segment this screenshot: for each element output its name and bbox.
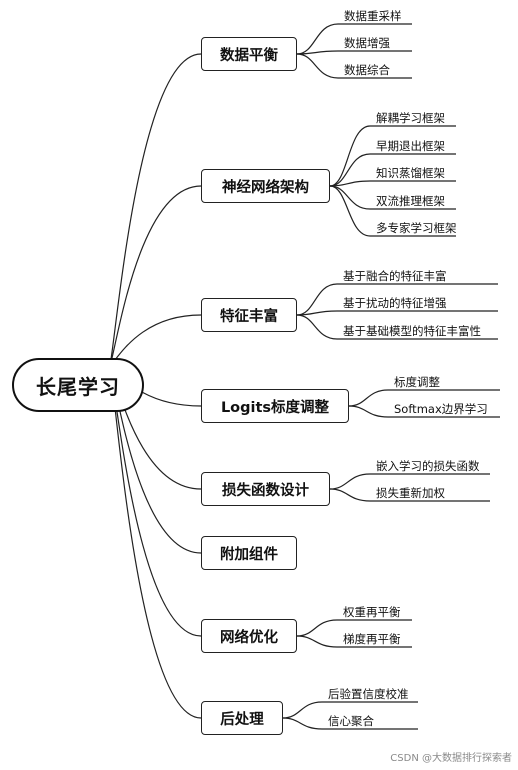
leaf-connector [329,473,490,490]
leaf-label: 基于融合的特征丰富 [343,269,447,283]
leaf-connector [296,23,412,55]
leaf-label: 基于扰动的特征增强 [343,296,447,310]
branch-label: 后处理 [220,711,264,728]
leaf-connector [329,185,456,237]
leaf-label: 后验置信度校准 [328,687,409,701]
root-node: 长尾学习 [12,358,144,412]
branch-network-optimization: 网络优化 [201,619,297,653]
leaf-connector [329,125,456,187]
branch-label: Logits标度调整 [220,399,330,416]
leaf-label: 数据重采样 [344,9,402,23]
leaf-label: Softmax边界学习 [394,402,488,416]
leaf-label: 早期退出框架 [376,139,445,153]
leaf-label: 数据增强 [344,36,390,50]
leaf-label: 知识蒸馏框架 [376,166,445,180]
leaf-connector [296,310,498,316]
leaf-label: 标度调整 [394,375,440,389]
branch-loss-design: 损失函数设计 [201,472,330,506]
branch-label: 网络优化 [220,629,278,646]
leaf-connector [296,635,412,648]
leaf-label: 解耦学习框架 [376,111,445,125]
branch-label: 特征丰富 [220,308,278,325]
leaf-label: 嵌入学习的损失函数 [376,459,480,473]
leaf-label: 多专家学习框架 [376,221,457,235]
leaf-connector [348,405,500,418]
branch-label: 附加组件 [220,546,278,563]
leaf-connector [296,50,412,55]
branch-add-ons: 附加组件 [201,536,297,570]
leaf-label: 损失重新加权 [376,486,445,500]
root-connector [109,185,202,367]
leaf-connector [296,283,498,316]
leaf-connector [282,701,418,719]
leaf-connector [296,53,412,79]
root-label: 长尾学习 [36,374,120,399]
leaf-connector [329,488,490,502]
branch-feature-enrichment: 特征丰富 [201,298,297,332]
leaf-label: 双流推理框架 [376,194,445,208]
leaf-connector [296,314,498,340]
leaf-label: 权重再平衡 [343,605,401,619]
leaf-label: 梯度再平衡 [343,632,401,646]
leaf-label: 信心聚合 [328,714,374,728]
branch-label: 神经网络架构 [222,179,309,196]
branch-data-balance: 数据平衡 [201,37,297,71]
leaf-connector [348,389,500,407]
root-connector [109,365,202,719]
branch-label: 损失函数设计 [222,482,309,499]
leaf-connector [282,717,418,730]
leaf-label: 数据综合 [344,63,390,77]
watermark: CSDN @大数据排行探索者 [390,753,512,764]
leaf-label: 基于基础模型的特征丰富性 [343,324,481,338]
root-connector [109,53,202,367]
branch-post-processing: 后处理 [201,701,283,735]
branch-label: 数据平衡 [220,47,278,64]
leaf-connector [329,153,456,187]
branch-logits-adjustment: Logits标度调整 [201,389,349,423]
leaf-connectors [282,23,500,730]
leaf-connector [296,619,412,637]
leaf-connector [329,180,456,187]
branch-network-architecture: 神经网络架构 [201,169,330,203]
